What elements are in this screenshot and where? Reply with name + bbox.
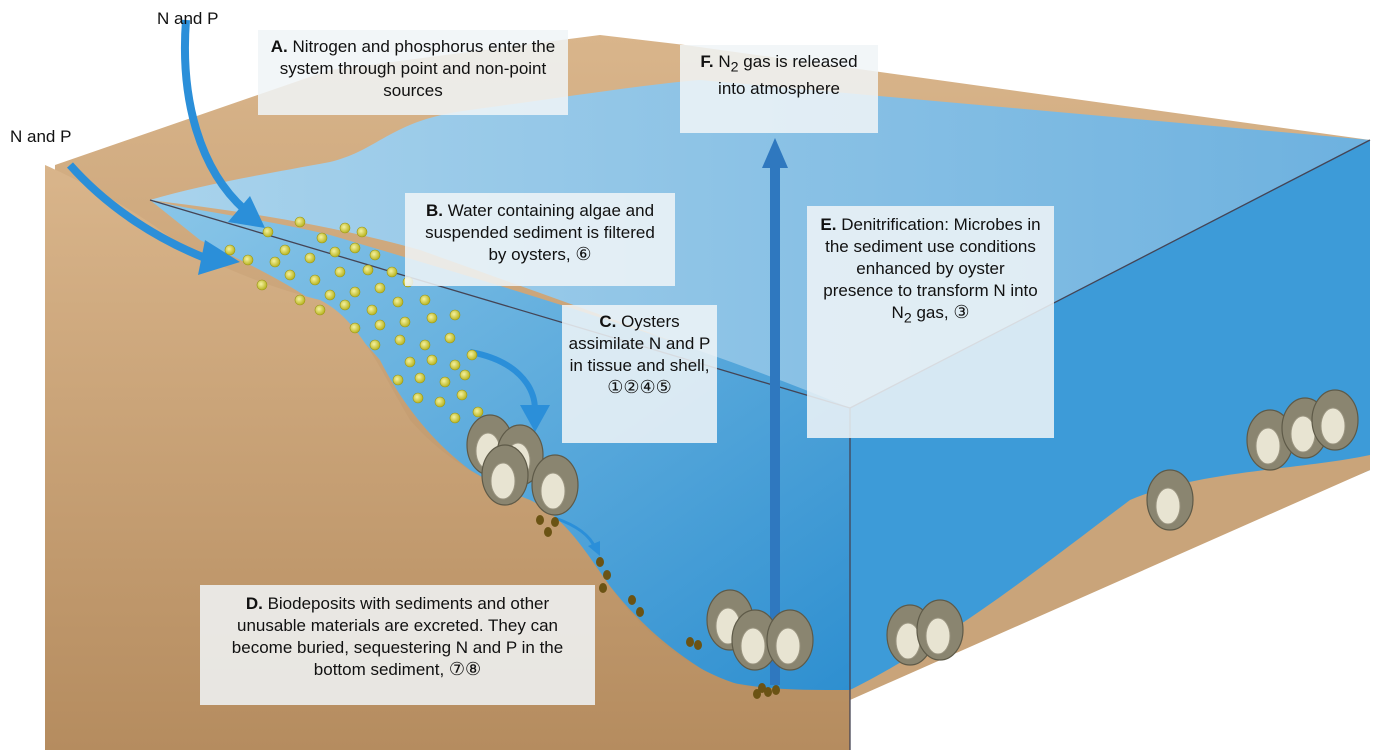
biodeposit	[599, 583, 607, 593]
algae-particle	[257, 280, 267, 290]
algae-particle	[450, 310, 460, 320]
oyster	[482, 445, 528, 505]
algae-particle	[467, 350, 477, 360]
biodeposit	[551, 517, 559, 527]
algae-particle	[387, 267, 397, 277]
label-d-refs: ⑦⑧	[449, 659, 481, 680]
algae-particle	[457, 390, 467, 400]
label-f-letter: F.	[700, 52, 713, 71]
algae-particle	[450, 360, 460, 370]
label-f-subscript: 2	[731, 59, 739, 75]
biodeposit	[603, 570, 611, 580]
algae-particle	[243, 255, 253, 265]
algae-particle	[370, 340, 380, 350]
biodeposit	[753, 689, 761, 699]
oyster	[767, 610, 813, 670]
algae-particle	[305, 253, 315, 263]
algae-particle	[427, 313, 437, 323]
algae-particle	[405, 357, 415, 367]
algae-particle	[400, 317, 410, 327]
algae-particle	[413, 393, 423, 403]
label-c-refs: ①②④⑤	[607, 377, 672, 398]
algae-particle	[357, 227, 367, 237]
algae-particle	[415, 373, 425, 383]
biodeposit	[694, 640, 702, 650]
label-e: E. Denitrification: Microbes in the sedi…	[807, 206, 1054, 438]
label-d: D. Biodeposits with sediments and other …	[200, 585, 595, 705]
algae-particle	[315, 305, 325, 315]
oyster	[1312, 390, 1358, 450]
algae-particle	[330, 247, 340, 257]
oyster	[917, 600, 963, 660]
algae-particle	[370, 250, 380, 260]
oyster	[1147, 470, 1193, 530]
algae-particle	[440, 377, 450, 387]
algae-particle	[263, 227, 273, 237]
biodeposit	[772, 685, 780, 695]
algae-particle	[350, 287, 360, 297]
algae-particle	[393, 375, 403, 385]
algae-particle	[285, 270, 295, 280]
algae-particle	[395, 335, 405, 345]
label-e-subscript: 2	[904, 310, 912, 326]
algae-particle	[340, 300, 350, 310]
label-e-refs: ③	[953, 302, 969, 323]
input-label-top: N and P	[157, 9, 218, 29]
label-a-text: Nitrogen and phosphorus enter the system…	[280, 37, 556, 100]
algae-particle	[335, 267, 345, 277]
biodeposit	[544, 527, 552, 537]
algae-particle	[225, 245, 235, 255]
algae-particle	[460, 370, 470, 380]
algae-particle	[375, 283, 385, 293]
algae-particle	[393, 297, 403, 307]
algae-particle	[340, 223, 350, 233]
label-f-text: N	[718, 52, 730, 71]
algae-particle	[310, 275, 320, 285]
algae-particle	[420, 340, 430, 350]
algae-particle	[350, 243, 360, 253]
algae-particle	[295, 217, 305, 227]
label-c: C. Oysters assimilate N and P in tissue …	[562, 305, 717, 443]
algae-particle	[445, 333, 455, 343]
label-c-letter: C.	[599, 312, 616, 331]
algae-particle	[420, 295, 430, 305]
biodeposit	[686, 637, 694, 647]
algae-particle	[363, 265, 373, 275]
algae-particle	[317, 233, 327, 243]
algae-particle	[280, 245, 290, 255]
n2-release-arrow	[770, 165, 780, 685]
algae-particle	[435, 397, 445, 407]
algae-particle	[450, 413, 460, 423]
label-a: A. Nitrogen and phosphorus enter the sys…	[258, 30, 568, 115]
algae-particle	[427, 355, 437, 365]
algae-particle	[270, 257, 280, 267]
label-b-refs: ⑥	[575, 244, 591, 265]
label-b-text: Water containing algae and suspended sed…	[425, 201, 655, 264]
oyster	[532, 455, 578, 515]
biodeposit	[536, 515, 544, 525]
algae-particle	[367, 305, 377, 315]
input-label-left: N and P	[10, 127, 71, 147]
algae-particle	[375, 320, 385, 330]
algae-particle	[350, 323, 360, 333]
algae-particle	[325, 290, 335, 300]
label-e-letter: E.	[820, 215, 836, 234]
label-a-letter: A.	[271, 37, 288, 56]
biodeposit	[764, 687, 772, 697]
label-c-text: Oysters assimilate N and P in tissue and…	[569, 312, 711, 375]
label-b-letter: B.	[426, 201, 443, 220]
label-b: B. Water containing algae and suspended …	[405, 193, 675, 286]
label-f: F. N2 gas is released into atmosphere	[680, 45, 878, 133]
biodeposit	[596, 557, 604, 567]
label-d-text: Biodeposits with sediments and other unu…	[232, 594, 563, 679]
label-f-text-after: gas is released into atmosphere	[718, 52, 858, 98]
label-e-text-after: gas,	[916, 303, 948, 322]
biodeposit	[636, 607, 644, 617]
biodeposit	[628, 595, 636, 605]
algae-particle	[295, 295, 305, 305]
label-d-letter: D.	[246, 594, 263, 613]
algae-particle	[473, 407, 483, 417]
